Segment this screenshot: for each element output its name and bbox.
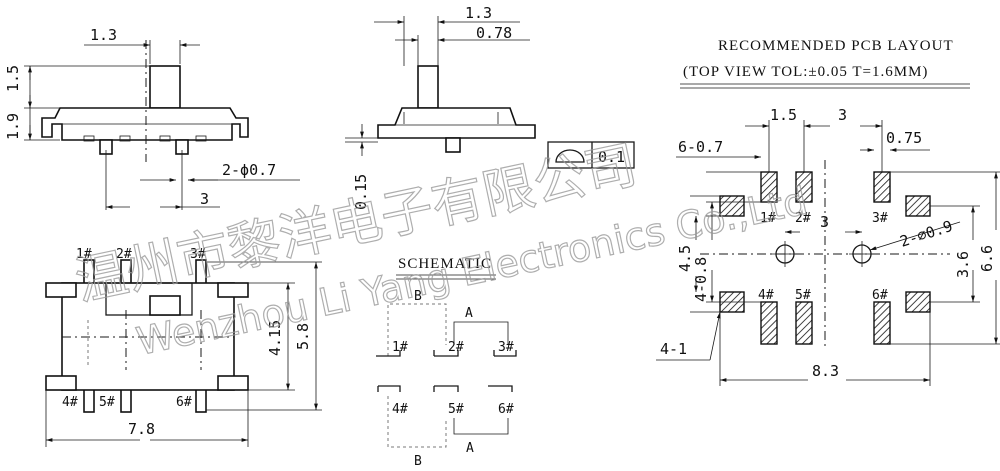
- pcb-pad-3: [873, 171, 891, 203]
- schematic-title: SCHEMATIC: [398, 256, 492, 272]
- pcb-dim-0-75: 0.75: [886, 129, 922, 147]
- pcb-pin-6-label: 6#: [872, 288, 888, 303]
- dim-1-3-front: 1.3: [90, 26, 117, 44]
- pcb-pin-4-label: 4#: [758, 288, 774, 303]
- dim-0-78: 0.78: [476, 24, 512, 42]
- pcb-dim-1-5: 1.5: [770, 106, 797, 124]
- actuator-knob: [149, 65, 181, 109]
- pcb-dim-6-6: 6.6: [978, 245, 996, 272]
- pcb-dim-4-0-8: 4-0.8: [692, 257, 710, 302]
- schematic-label-b-bottom: B: [414, 454, 422, 469]
- schematic-label-a-top: A: [465, 306, 473, 321]
- watermark: 温州市黎洋电子有限公司 Wenzhou Li Yang Electronics …: [70, 134, 812, 364]
- top-pin-1-label: 1#: [76, 247, 92, 262]
- dim-0-15: 0.15: [352, 174, 370, 210]
- pcb-dim-3-top: 3: [838, 106, 847, 124]
- pcb-subtitle: (TOP VIEW TOL:±0.05 T=1.6MM): [683, 64, 928, 80]
- pcb-dim-3-mid: 3: [820, 213, 829, 231]
- sch-pin-2: 2#: [448, 340, 464, 355]
- actuator-profile: [417, 65, 439, 109]
- pin-profile: [445, 137, 461, 153]
- pcb-dim-6-0-7: 6-0.7: [678, 138, 723, 156]
- dim-1-5-actuator: 1.5: [4, 65, 22, 92]
- pcb-layout: RECOMMENDED PCB LAYOUT (TOP VIEW TOL:±0.…: [656, 38, 1000, 386]
- pcb-title: RECOMMENDED PCB LAYOUT: [718, 38, 954, 54]
- dim-1-3-profile: 1.3: [465, 4, 492, 22]
- pcb-pin-2-label: 2#: [795, 211, 811, 226]
- switch-body-top: [61, 282, 235, 391]
- dim-7-8: 7.8: [128, 420, 155, 438]
- actuator-top: [149, 295, 181, 316]
- side-view-front: 1.3 1.5 1.9 2-ϕ0.7 3: [4, 26, 300, 210]
- pcb-mount-pad-tl: [719, 195, 745, 217]
- top-view: 1# 2# 3# 4# 5# 6# 4.15 5.8 7.8: [45, 247, 322, 447]
- profile-symbol-icon: [555, 149, 585, 163]
- dim-pin-pitch: 3: [200, 190, 209, 208]
- sch-pin-6: 6#: [498, 402, 514, 417]
- schematic-label-b-top: B: [414, 289, 422, 304]
- dim-5-8: 5.8: [294, 323, 312, 350]
- pcb-dim-4-1: 4-1: [660, 340, 687, 358]
- sch-pin-3: 3#: [498, 340, 514, 355]
- dim-1-9-body: 1.9: [4, 113, 22, 140]
- tolerance-value: 0.1: [598, 148, 625, 166]
- sch-pin-4: 4#: [392, 402, 408, 417]
- sch-pin-5: 5#: [448, 402, 464, 417]
- top-pin-4-label: 4#: [62, 395, 78, 410]
- top-pin-6-label: 6#: [176, 395, 192, 410]
- pcb-mount-pad-tr: [905, 195, 931, 217]
- pcb-pad-5: [795, 301, 813, 345]
- dim-pin-diameter: 2-ϕ0.7: [222, 161, 276, 179]
- pcb-mount-pad-br: [905, 291, 931, 313]
- pcb-pad-6: [873, 301, 891, 345]
- dim-4-15: 4.15: [266, 320, 284, 356]
- schematic-label-a-bottom: A: [466, 441, 474, 456]
- pcb-pin-5-label: 5#: [795, 288, 811, 303]
- schematic: SCHEMATIC B A 1# 2# 3# 4# 5# 6# A B: [376, 256, 517, 469]
- pcb-pad-4: [760, 301, 778, 345]
- tolerance-frame: [547, 141, 635, 169]
- top-pin-3-label: 3#: [190, 247, 206, 262]
- pcb-pin-1-label: 1#: [760, 211, 776, 226]
- sch-pin-1: 1#: [392, 340, 408, 355]
- top-pin-2-label: 2#: [116, 247, 132, 262]
- pcb-dim-8-3: 8.3: [812, 362, 839, 380]
- pcb-dim-hole-dia: 2-∅0.9: [898, 217, 955, 251]
- side-view-profile: 1.3 0.78 0.15 0.1: [345, 4, 635, 210]
- pcb-pin-3-label: 3#: [872, 211, 888, 226]
- switch-body-profile: [377, 107, 536, 139]
- pcb-dim-4-5: 4.5: [676, 245, 694, 272]
- top-pin-5-label: 5#: [99, 395, 115, 410]
- pcb-dim-3-6: 3.6: [954, 251, 972, 278]
